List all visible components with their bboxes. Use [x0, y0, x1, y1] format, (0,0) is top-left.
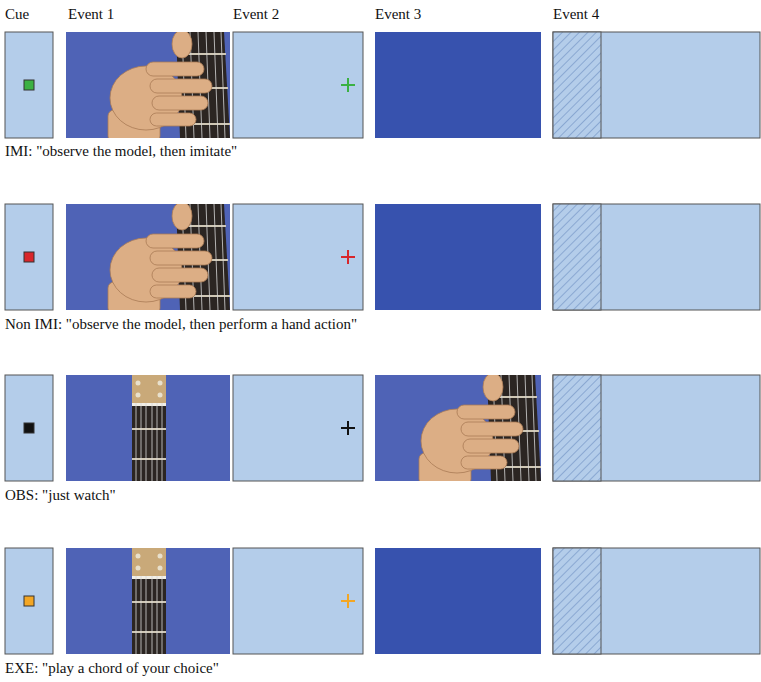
column-header: Event 4	[553, 6, 599, 23]
blank-panel	[375, 548, 541, 654]
cue-square	[24, 596, 34, 606]
hatched-interval	[553, 548, 601, 654]
fixation-cross	[341, 250, 355, 264]
response-panel	[553, 548, 760, 654]
cue-square	[24, 80, 34, 90]
trial-row	[5, 373, 760, 485]
response-panel	[553, 375, 760, 481]
cue-panel	[5, 32, 53, 138]
response-panel	[553, 32, 760, 138]
condition-caption: OBS: "just watch"	[5, 487, 116, 504]
condition-caption: IMI: "observe the model, then imitate"	[5, 143, 237, 160]
cue-panel	[5, 375, 53, 481]
response-panel	[553, 204, 760, 310]
condition-caption: Non IMI: "observe the model, then perfor…	[5, 316, 357, 333]
guitar-photo	[66, 30, 230, 142]
hatched-interval	[553, 375, 601, 481]
cue-panel	[5, 548, 53, 654]
guitar-photo	[66, 375, 230, 481]
fixation-cross	[341, 78, 355, 92]
cue-panel	[5, 204, 53, 310]
column-header: Cue	[5, 6, 29, 23]
condition-caption: EXE: "play a chord of your choice"	[5, 660, 219, 677]
fixation-cross	[341, 594, 355, 608]
fixation-panel	[233, 548, 363, 654]
hatched-interval	[553, 32, 601, 138]
fixation-cross	[341, 421, 355, 435]
guitar-photo	[66, 202, 230, 314]
blank-panel	[375, 204, 541, 310]
column-header: Event 2	[233, 6, 279, 23]
fixation-panel	[233, 32, 363, 138]
trial-row	[5, 202, 760, 314]
blank-panel	[375, 32, 541, 138]
trial-row	[5, 30, 760, 142]
cue-square	[24, 252, 34, 262]
column-header: Event 1	[68, 6, 114, 23]
cue-square	[24, 423, 34, 433]
trial-row	[5, 548, 760, 654]
guitar-photo	[66, 548, 230, 654]
column-header: Event 3	[375, 6, 421, 23]
fixation-panel	[233, 375, 363, 481]
hatched-interval	[553, 204, 601, 310]
fixation-panel	[233, 204, 363, 310]
guitar-photo	[377, 373, 541, 485]
